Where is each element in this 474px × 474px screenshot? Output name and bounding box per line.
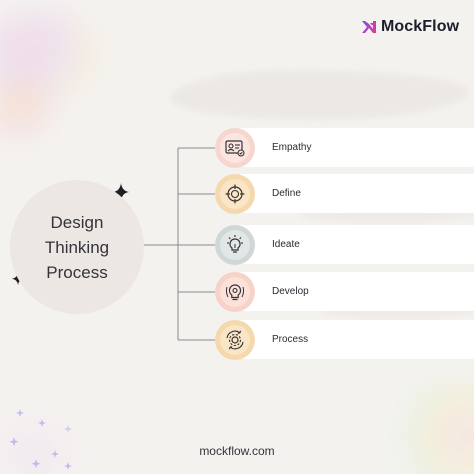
step-label-empathy: Empathy — [272, 142, 312, 153]
step-card — [240, 225, 474, 264]
step-badge-develop — [215, 272, 255, 312]
sparkle-icon — [64, 425, 72, 433]
step-label-process: Process — [272, 334, 309, 345]
gear-cycle-icon — [226, 330, 244, 350]
mockflow-logo[interactable]: MockFlow — [361, 16, 459, 38]
brand-name: MockFlow — [381, 18, 460, 35]
mockflow-logo-icon — [362, 21, 376, 33]
step-card — [240, 320, 474, 359]
lightbulb-icon — [227, 235, 243, 253]
sparkle-icon — [113, 183, 129, 201]
step-card — [240, 128, 474, 167]
sparkle-icon — [31, 459, 41, 469]
sparkle-icon — [38, 419, 46, 427]
hub-circle: Design Thinking Process — [10, 180, 144, 314]
profile-card-icon — [225, 140, 245, 157]
step-label-ideate: Ideate — [272, 239, 300, 250]
step-badge-ideate — [215, 225, 255, 265]
step-card — [240, 174, 474, 213]
sparkle-icon — [16, 409, 24, 417]
crosshair-target-icon — [225, 184, 245, 204]
sparkle-icon — [51, 450, 59, 458]
brush-stroke-top — [170, 70, 470, 120]
step-label-develop: Develop — [272, 286, 309, 297]
hub-title: Design Thinking Process — [44, 212, 110, 282]
step-label-define: Define — [272, 188, 301, 199]
step-badge-empathy — [215, 128, 255, 168]
lightbulb-gear-icon — [225, 284, 245, 301]
footer-url[interactable]: mockflow.com — [199, 444, 275, 458]
sparkle-icon — [64, 462, 72, 470]
watercolor-splash-top-left-2 — [0, 70, 50, 140]
sparkle-icon — [9, 437, 19, 447]
step-badge-process — [215, 320, 255, 360]
step-card — [240, 272, 474, 311]
step-badge-define — [215, 174, 255, 214]
